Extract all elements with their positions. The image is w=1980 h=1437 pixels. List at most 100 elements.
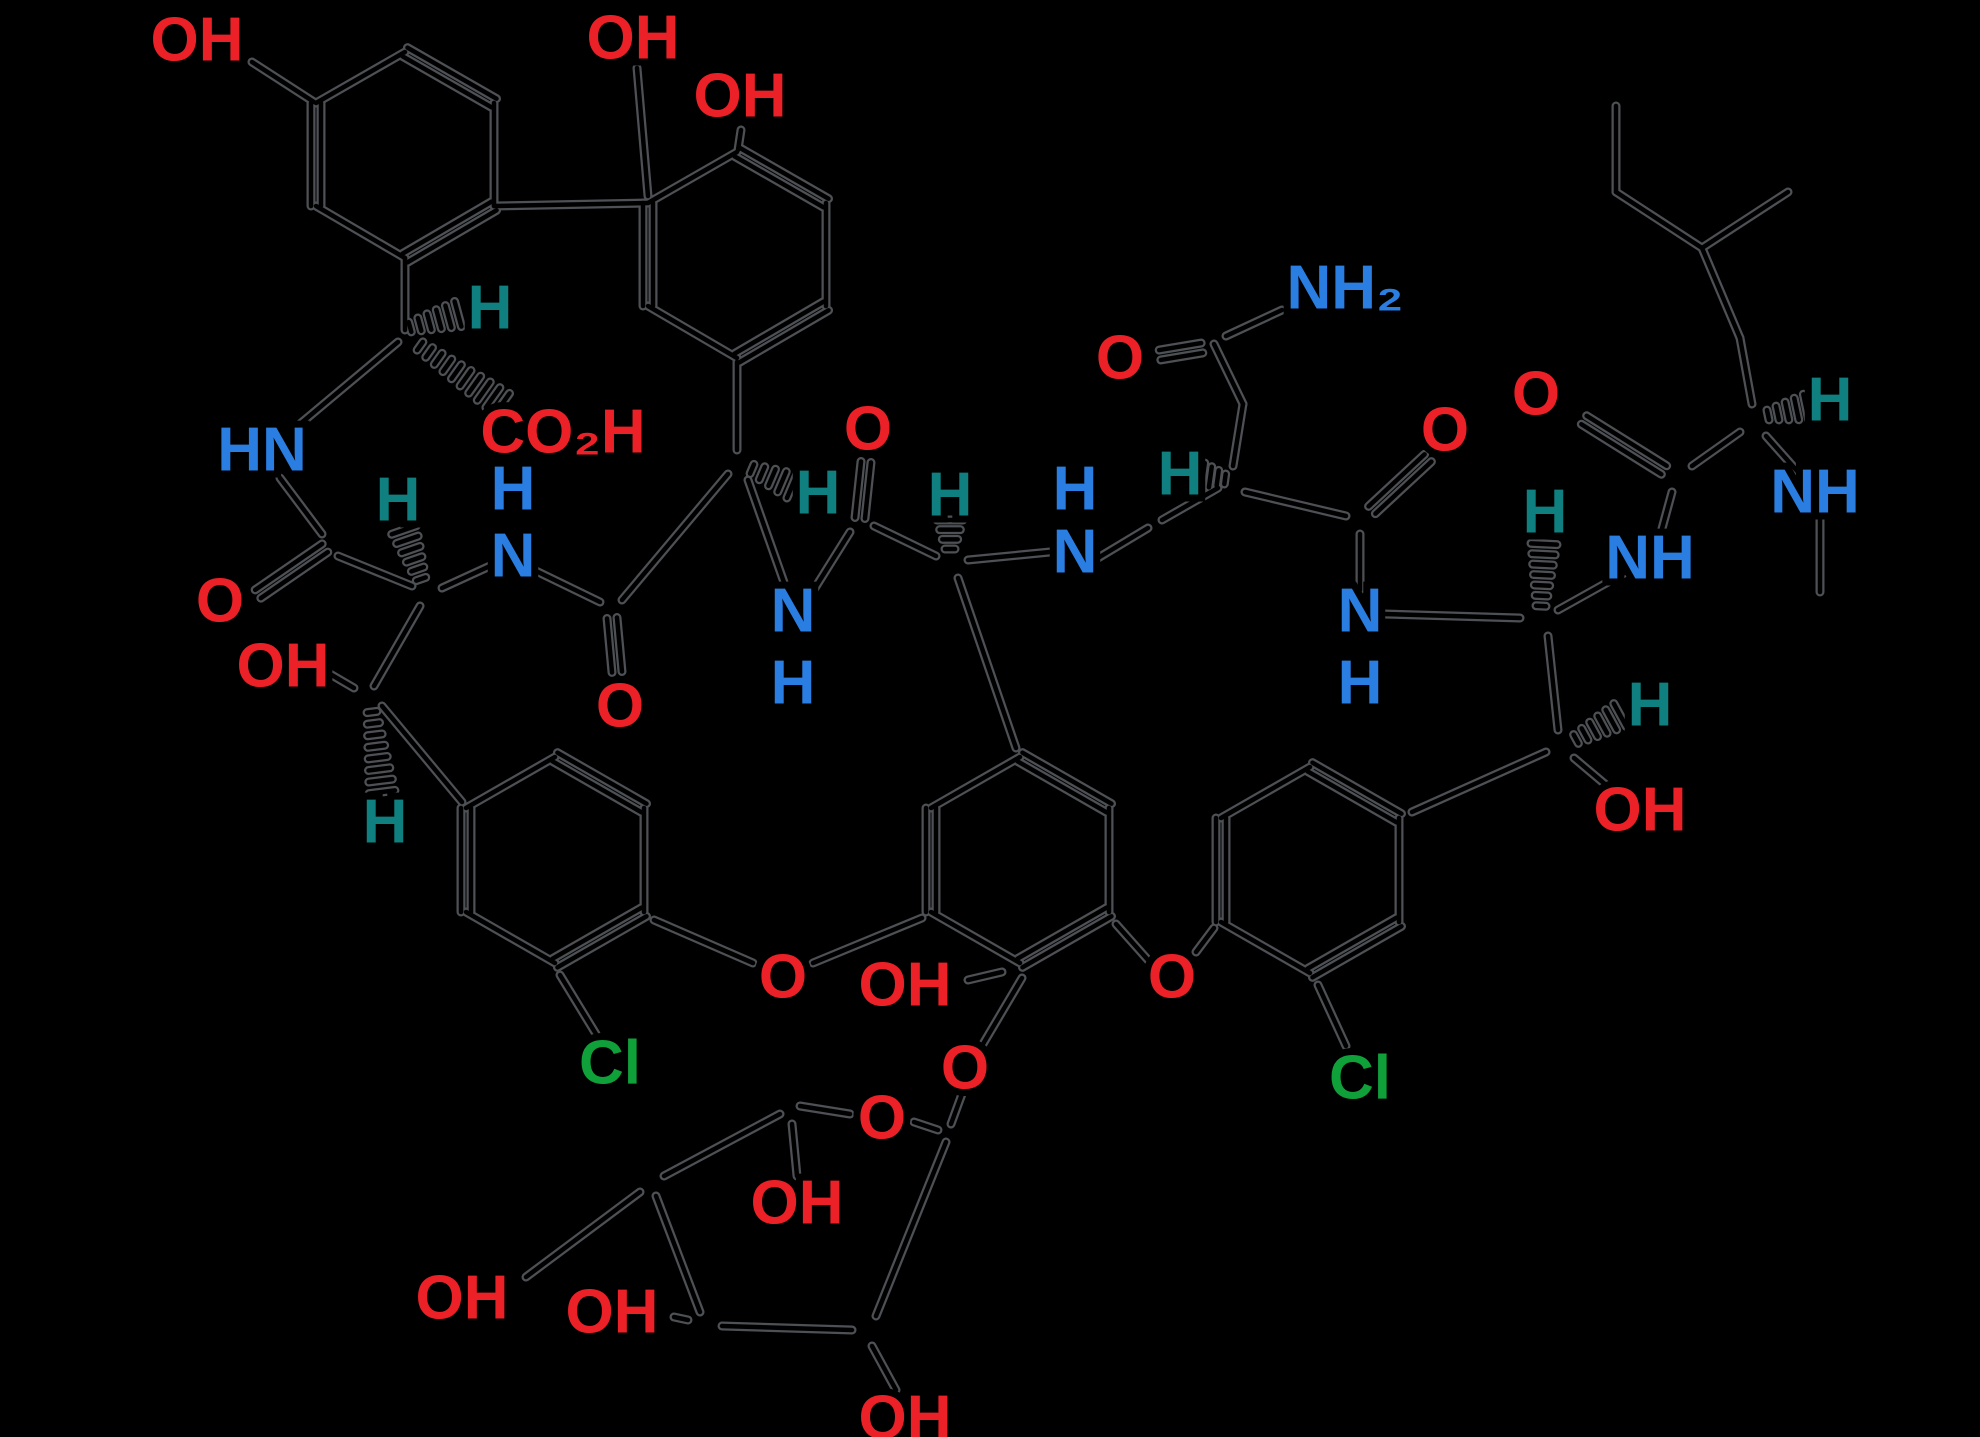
bond: [406, 319, 414, 335]
bond: [277, 475, 325, 537]
atom-label-NH: NH: [1770, 458, 1860, 527]
atom-label-OH: OH: [566, 1278, 659, 1347]
atom-label-N: N: [491, 522, 536, 591]
atom-label-H: H: [1808, 366, 1853, 435]
bond: [719, 1323, 855, 1333]
bond: [757, 464, 767, 482]
bond: [400, 199, 494, 256]
bond: [619, 471, 731, 603]
atom-label-OH: OH: [587, 4, 680, 73]
atom-label-OH: OH: [694, 62, 787, 131]
bond: [1545, 633, 1561, 733]
bond: [1571, 755, 1615, 793]
bond: [405, 45, 499, 101]
atom-label-Cl: Cl: [579, 1029, 641, 1098]
atom-label-OH: OH: [416, 1264, 509, 1333]
bond: [440, 356, 455, 374]
bond: [423, 345, 435, 360]
bond: [452, 299, 464, 329]
bond: [797, 1103, 853, 1117]
bond: [414, 575, 428, 583]
atom-label-N: N: [771, 577, 816, 646]
bond: [1015, 759, 1109, 815]
bond: [747, 462, 757, 476]
bond: [443, 303, 454, 330]
bond: [365, 754, 390, 762]
bond: [463, 754, 558, 811]
bond: [365, 720, 382, 727]
bond: [327, 671, 357, 691]
atom-label-O: O: [844, 395, 892, 464]
bond: [852, 459, 864, 520]
bond: [869, 1343, 899, 1393]
bond: [1587, 719, 1600, 739]
bond: [1310, 924, 1404, 980]
atom-label-O: O: [858, 1084, 906, 1153]
bond: [1305, 769, 1399, 825]
atom-label-H: H: [796, 459, 841, 528]
bond: [1214, 468, 1221, 488]
atom-label-COH: CO₂H: [480, 398, 645, 467]
bond: [1409, 749, 1549, 815]
bond: [252, 541, 325, 593]
bond: [1156, 340, 1204, 353]
bond: [965, 549, 1053, 563]
atom-label-H: H: [468, 274, 513, 343]
bond: [732, 154, 826, 210]
atom-label-NH: NH: [1605, 524, 1695, 593]
atom-label-NH: NH₂: [1286, 254, 1403, 323]
bond: [1689, 429, 1743, 469]
bond: [1699, 189, 1791, 251]
bond: [466, 373, 483, 396]
bond: [365, 742, 387, 750]
bond: [1113, 921, 1151, 963]
bond: [1530, 561, 1556, 568]
atom-label-O: O: [1096, 324, 1144, 393]
bond: [1571, 732, 1581, 746]
atom-label-H: H: [491, 455, 536, 524]
bond: [775, 469, 789, 495]
bond: [1159, 485, 1221, 523]
bond: [807, 529, 853, 599]
bond: [1381, 611, 1523, 621]
atom-label-H: H: [771, 649, 816, 718]
bond: [1020, 914, 1114, 970]
bond: [737, 308, 831, 365]
bond: [475, 379, 493, 403]
bond: [745, 477, 789, 591]
bond: [1791, 395, 1802, 423]
atom-label-OH: OH: [859, 951, 952, 1020]
bond: [1315, 982, 1349, 1049]
bond: [862, 460, 874, 521]
bond: [366, 776, 395, 785]
bond: [555, 750, 649, 806]
bond-layer: [249, 45, 1823, 1393]
bond: [400, 54, 494, 110]
bond: [457, 368, 474, 389]
bond: [1657, 489, 1675, 539]
bond: [1595, 713, 1610, 736]
bond: [1020, 750, 1114, 806]
bond: [313, 49, 408, 106]
bond: [732, 299, 826, 356]
bond: [1531, 572, 1554, 578]
atom-label-N: N: [1338, 577, 1383, 646]
bond: [1528, 541, 1560, 547]
bond: [948, 1091, 965, 1127]
atom-label-H: H: [1053, 455, 1098, 524]
bond: [1613, 189, 1705, 251]
bond: [366, 765, 393, 773]
bond: [557, 972, 599, 1037]
bond: [955, 575, 1019, 751]
bond: [366, 788, 398, 796]
bond: [371, 603, 423, 689]
bond: [614, 615, 625, 674]
bond: [399, 544, 423, 556]
atom-label-H: H: [1158, 440, 1203, 509]
bond: [928, 754, 1023, 811]
bond: [531, 567, 603, 605]
bond: [523, 1189, 643, 1280]
bond: [550, 905, 644, 961]
atom-label-O: O: [1512, 360, 1560, 429]
bond: [1242, 489, 1349, 519]
